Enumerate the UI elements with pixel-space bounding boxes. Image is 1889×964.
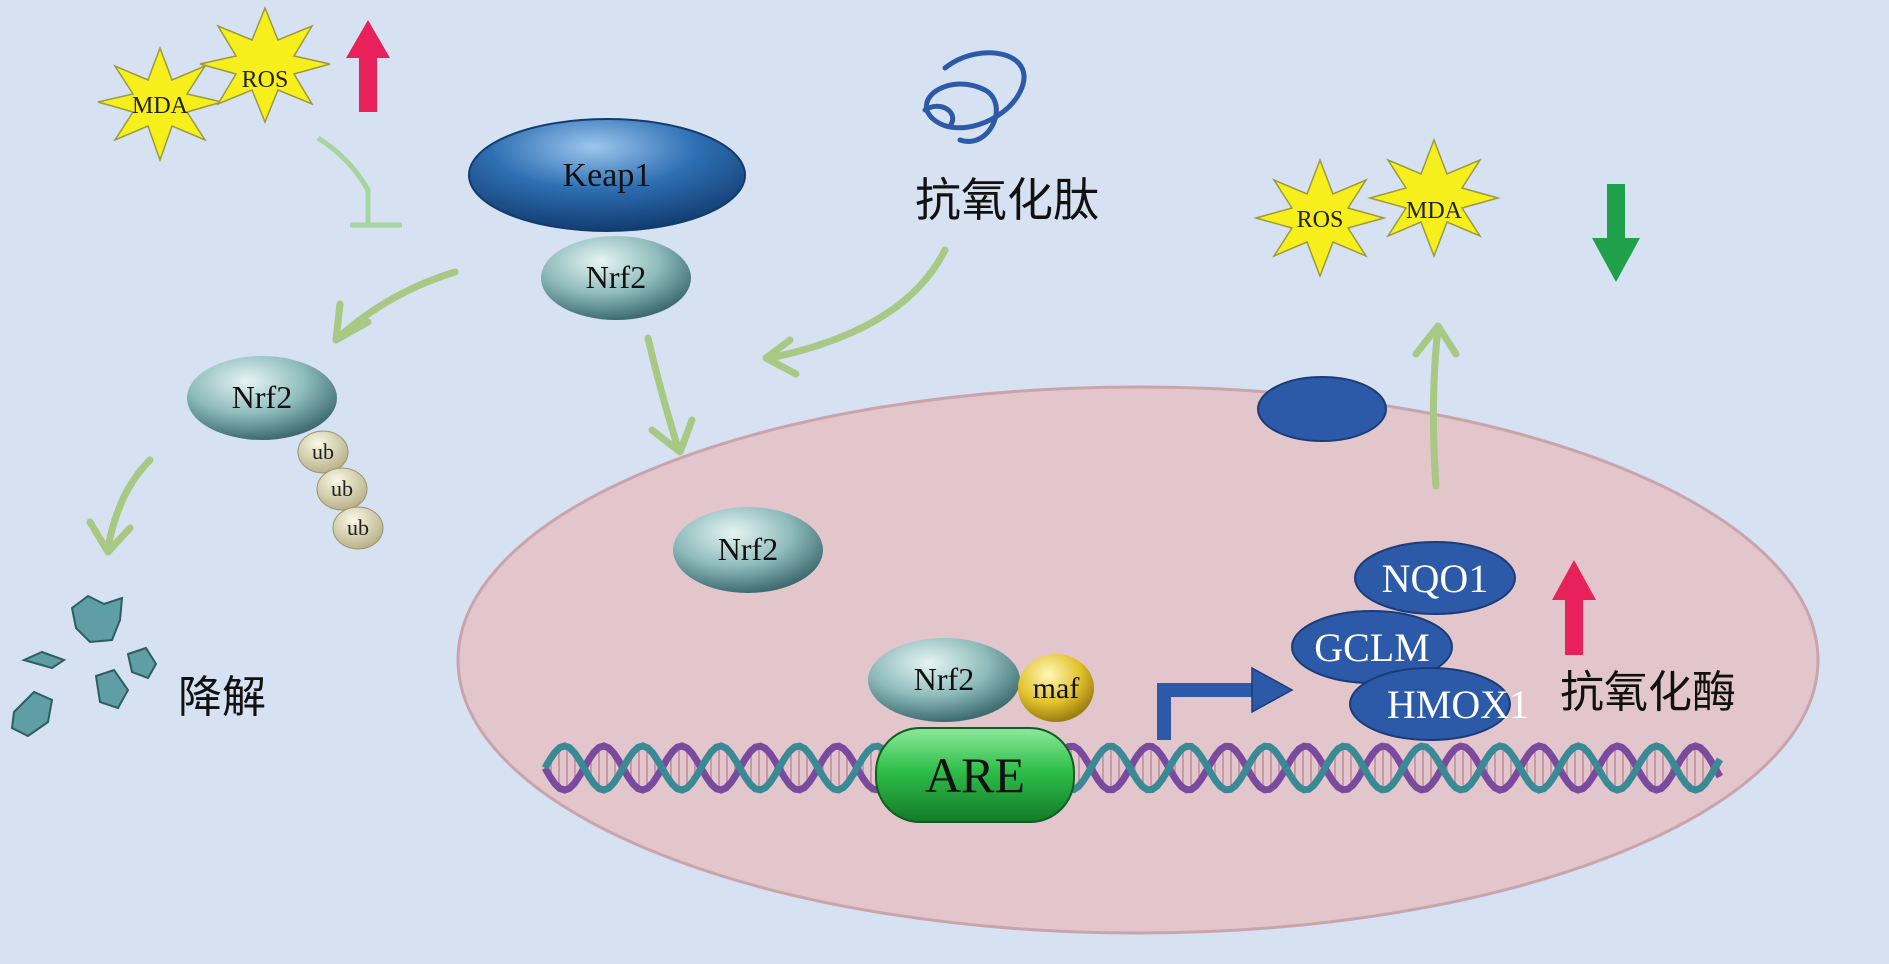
peptide-coil-icon: [922, 50, 1027, 144]
mda-star-burst-right: [1367, 137, 1501, 259]
ros-star-burst: [199, 6, 331, 124]
arrowhead-degradation: [332, 300, 372, 344]
transcription-start-arrow: [1157, 683, 1256, 740]
mda-star-burst: [97, 45, 223, 163]
keap1-protein: [468, 118, 746, 232]
transcription-arrowhead: [1251, 666, 1294, 714]
enzyme-hmox1-label: HMOX1: [1387, 682, 1529, 727]
antioxidant-peptide-label: 抗氧化肽: [915, 173, 1099, 227]
dna-helix: [541, 742, 1724, 794]
inhibition-line: [316, 135, 371, 225]
star-label-ros-left: ROS: [242, 67, 289, 93]
decrease-arrow-icon: [1592, 184, 1640, 282]
enzyme-increase-arrow-icon: [1552, 560, 1596, 655]
nucleus: [456, 385, 1820, 935]
star-label-mda-left: MDA: [132, 93, 189, 119]
ub-label-1: ub: [312, 439, 334, 464]
arrow-to-fragments: [104, 456, 154, 552]
ubiquitin-tag-3: [332, 506, 384, 550]
ubiquitin-tag-2: [316, 467, 368, 511]
nrf2-complex-label: Nrf2: [914, 661, 974, 697]
arrow-to-nucleus: [644, 334, 682, 452]
enzyme-hmox1: [1349, 667, 1511, 741]
ub-label-3: ub: [347, 515, 369, 540]
star-label-ros-right: ROS: [1297, 207, 1344, 233]
arrowhead-peptide: [762, 336, 800, 378]
arrow-to-degradation-path: [336, 268, 459, 340]
maf-protein: [1018, 654, 1094, 722]
nrf2-nuclear-label: Nrf2: [718, 531, 778, 567]
degradation-label: 降解: [178, 672, 266, 723]
arrowhead-nucleus: [648, 416, 696, 456]
antioxidant-enzyme-label: 抗氧化酶: [1560, 667, 1736, 718]
membrane-protein: [1257, 376, 1387, 442]
enzyme-nqo1-label: NQO1: [1382, 556, 1489, 601]
are-label: ARE: [925, 747, 1025, 803]
arrow-to-ros-mda: [1429, 324, 1442, 490]
ubiquitin-tag-1: [297, 430, 349, 474]
increase-arrow-icon: [346, 20, 390, 112]
ub-label-2: ub: [331, 476, 353, 501]
star-label-mda-right: MDA: [1406, 198, 1463, 224]
nrf2-bound: [541, 236, 691, 320]
dna-strand-2: [541, 742, 1724, 794]
arrowhead-ros-mda: [1412, 322, 1460, 358]
nrf2-bound-label: Nrf2: [586, 259, 646, 295]
nrf2-complex: [868, 638, 1020, 722]
arrow-peptide-to-nrf2: [766, 246, 949, 362]
are-element: [875, 727, 1075, 823]
keap1-label: Keap1: [563, 157, 652, 194]
degraded-fragments: [10, 594, 158, 738]
maf-label: maf: [1033, 672, 1080, 705]
enzyme-nqo1: [1354, 541, 1516, 615]
enzyme-gclm-label: GCLM: [1314, 625, 1430, 670]
nrf2-ub-label: Nrf2: [232, 379, 292, 415]
ros-star-burst-right: [1253, 157, 1387, 279]
nrf2-nuclear: [673, 507, 823, 593]
arrowhead-fragments: [86, 518, 134, 556]
nrf2-ubiquitinated: [187, 356, 337, 440]
